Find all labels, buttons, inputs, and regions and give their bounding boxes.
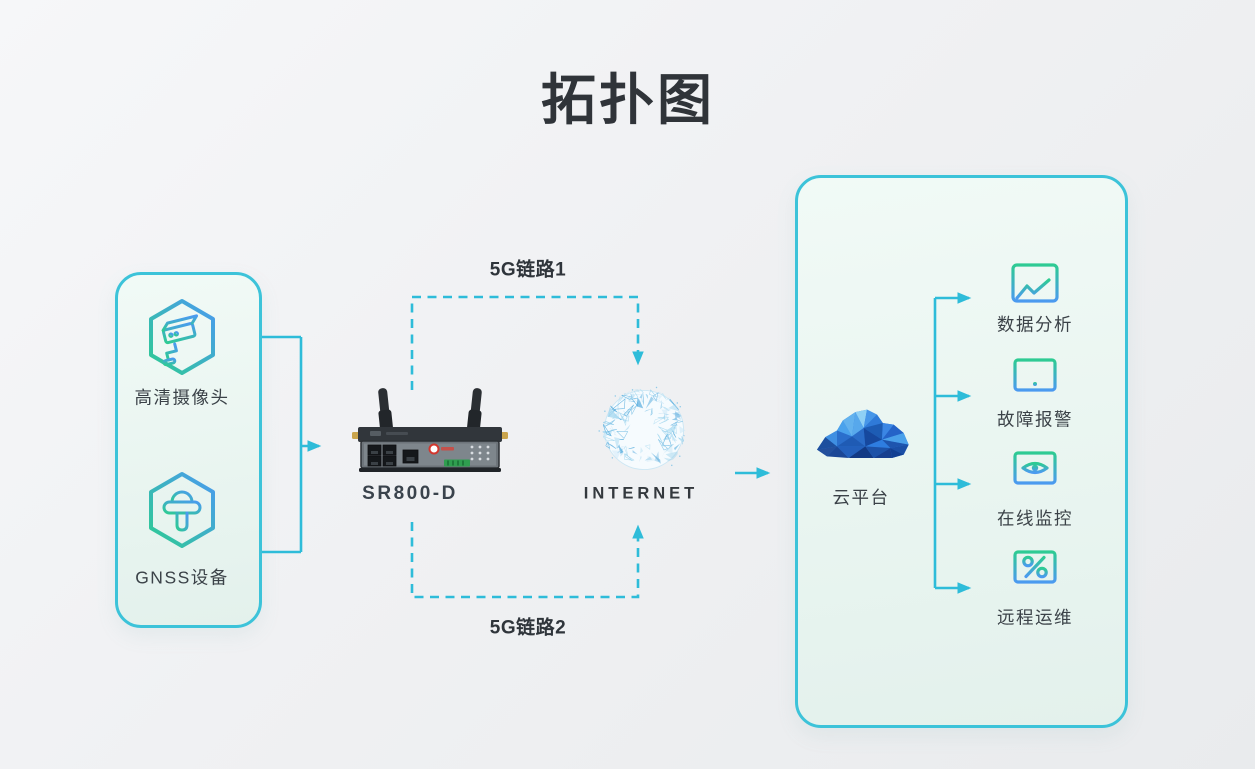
camera-label: 高清摄像头 [134, 387, 230, 408]
fault-alarm-icon [1013, 358, 1057, 401]
gnss-antenna-icon [149, 472, 215, 548]
internet-globe-icon [598, 386, 686, 471]
online-monitoring-label: 在线监控 [997, 508, 1073, 529]
online-monitoring-icon [1013, 451, 1057, 494]
internet-label: INTERNET [583, 484, 699, 503]
cctv-camera-icon [149, 299, 215, 375]
cloud-label: 云平台 [832, 487, 890, 508]
link2-label: 5G链路2 [489, 617, 567, 639]
router-label: SR800-D [362, 483, 458, 504]
link1-dashed-path [410, 295, 644, 390]
devices-group-box [115, 272, 262, 628]
devices-bracket-line [262, 335, 303, 554]
data-analysis-icon [1011, 263, 1059, 303]
link2-dashed-path [410, 522, 644, 599]
remote-ops-icon [1013, 550, 1057, 593]
cloud-platform-icon [817, 409, 909, 458]
data-analysis-label: 数据分析 [997, 314, 1073, 335]
router-device-image [352, 388, 508, 472]
gnss-label: GNSS设备 [135, 567, 229, 588]
link1-label: 5G链路1 [489, 259, 567, 281]
remote-ops-label: 远程运维 [997, 607, 1073, 628]
fault-alarm-label: 故障报警 [997, 409, 1073, 430]
page-title: 拓扑图 [540, 69, 716, 131]
